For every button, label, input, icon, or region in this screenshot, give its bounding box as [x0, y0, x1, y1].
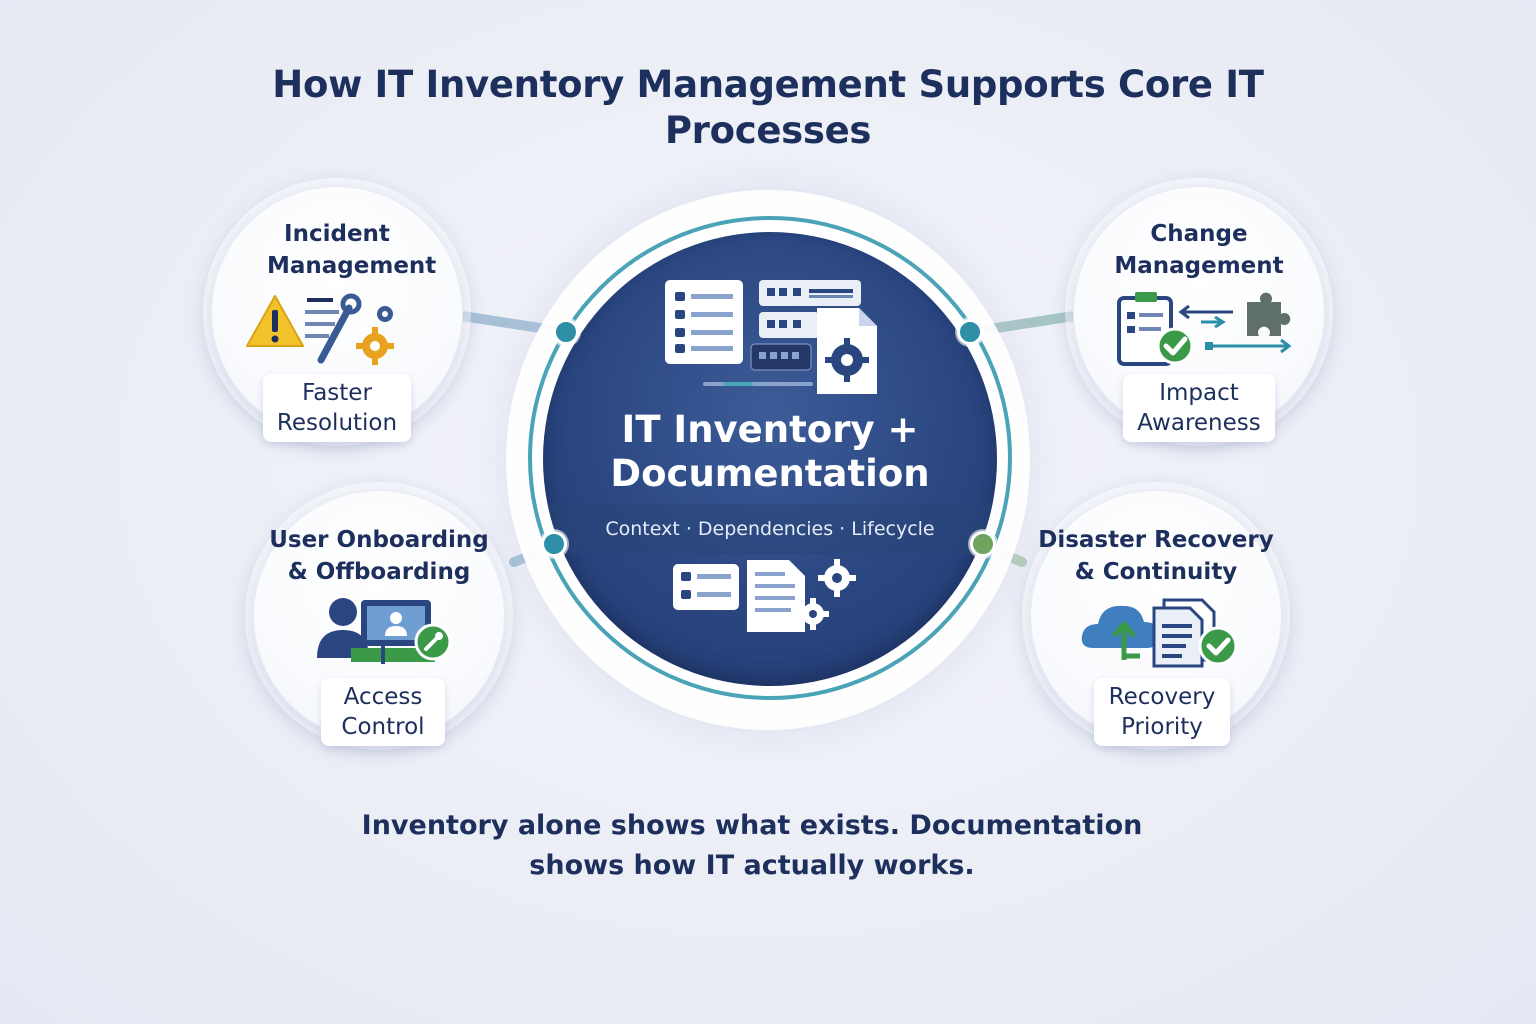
node-incident-management: Incident Management Faster Resolution	[211, 186, 463, 442]
node-title: Incident Management	[267, 221, 437, 279]
servers-documents-gear-icon	[665, 280, 877, 394]
node-label: Faster Resolution	[263, 374, 411, 442]
node-title: User Onboarding & Offboarding	[269, 527, 489, 585]
documents-gears-icon	[673, 559, 856, 632]
node-title: Change Management	[1114, 221, 1284, 279]
hub-subtitle: Context · Dependencies · Lifecycle	[605, 518, 935, 540]
connector-dot-incident	[553, 319, 579, 345]
connector-dot-onboarding	[541, 531, 567, 557]
hub-title: IT Inventory + Documentation	[610, 408, 930, 495]
node-label: Access Control	[321, 678, 445, 746]
node-label: Impact Awareness	[1123, 374, 1275, 442]
node-disaster-recovery-continuity: Disaster Recovery & Continuity Recovery …	[1030, 490, 1282, 746]
central-hub: IT Inventory + Documentation Context · D…	[543, 232, 997, 686]
node-title: Disaster Recovery & Continuity	[1038, 527, 1274, 585]
checklist-arrows-puzzle-icon	[1117, 292, 1292, 366]
connector-dot-change	[957, 319, 983, 345]
page-title: How IT Inventory Management Supports Cor…	[272, 63, 1264, 152]
hub-band	[543, 504, 997, 554]
node-user-onboarding-offboarding: User Onboarding & Offboarding Access Con…	[253, 490, 505, 746]
user-monitor-key-icon	[317, 598, 452, 664]
node-change-management: Change Management Impact Awareness	[1073, 186, 1325, 442]
node-label: Recovery Priority	[1094, 678, 1230, 746]
footer-caption: Inventory alone shows what exists. Docum…	[361, 810, 1143, 881]
connector-dot-recovery	[970, 531, 996, 557]
warning-wrench-gears-icon	[246, 293, 394, 365]
cloud-document-check-icon	[1081, 598, 1238, 668]
